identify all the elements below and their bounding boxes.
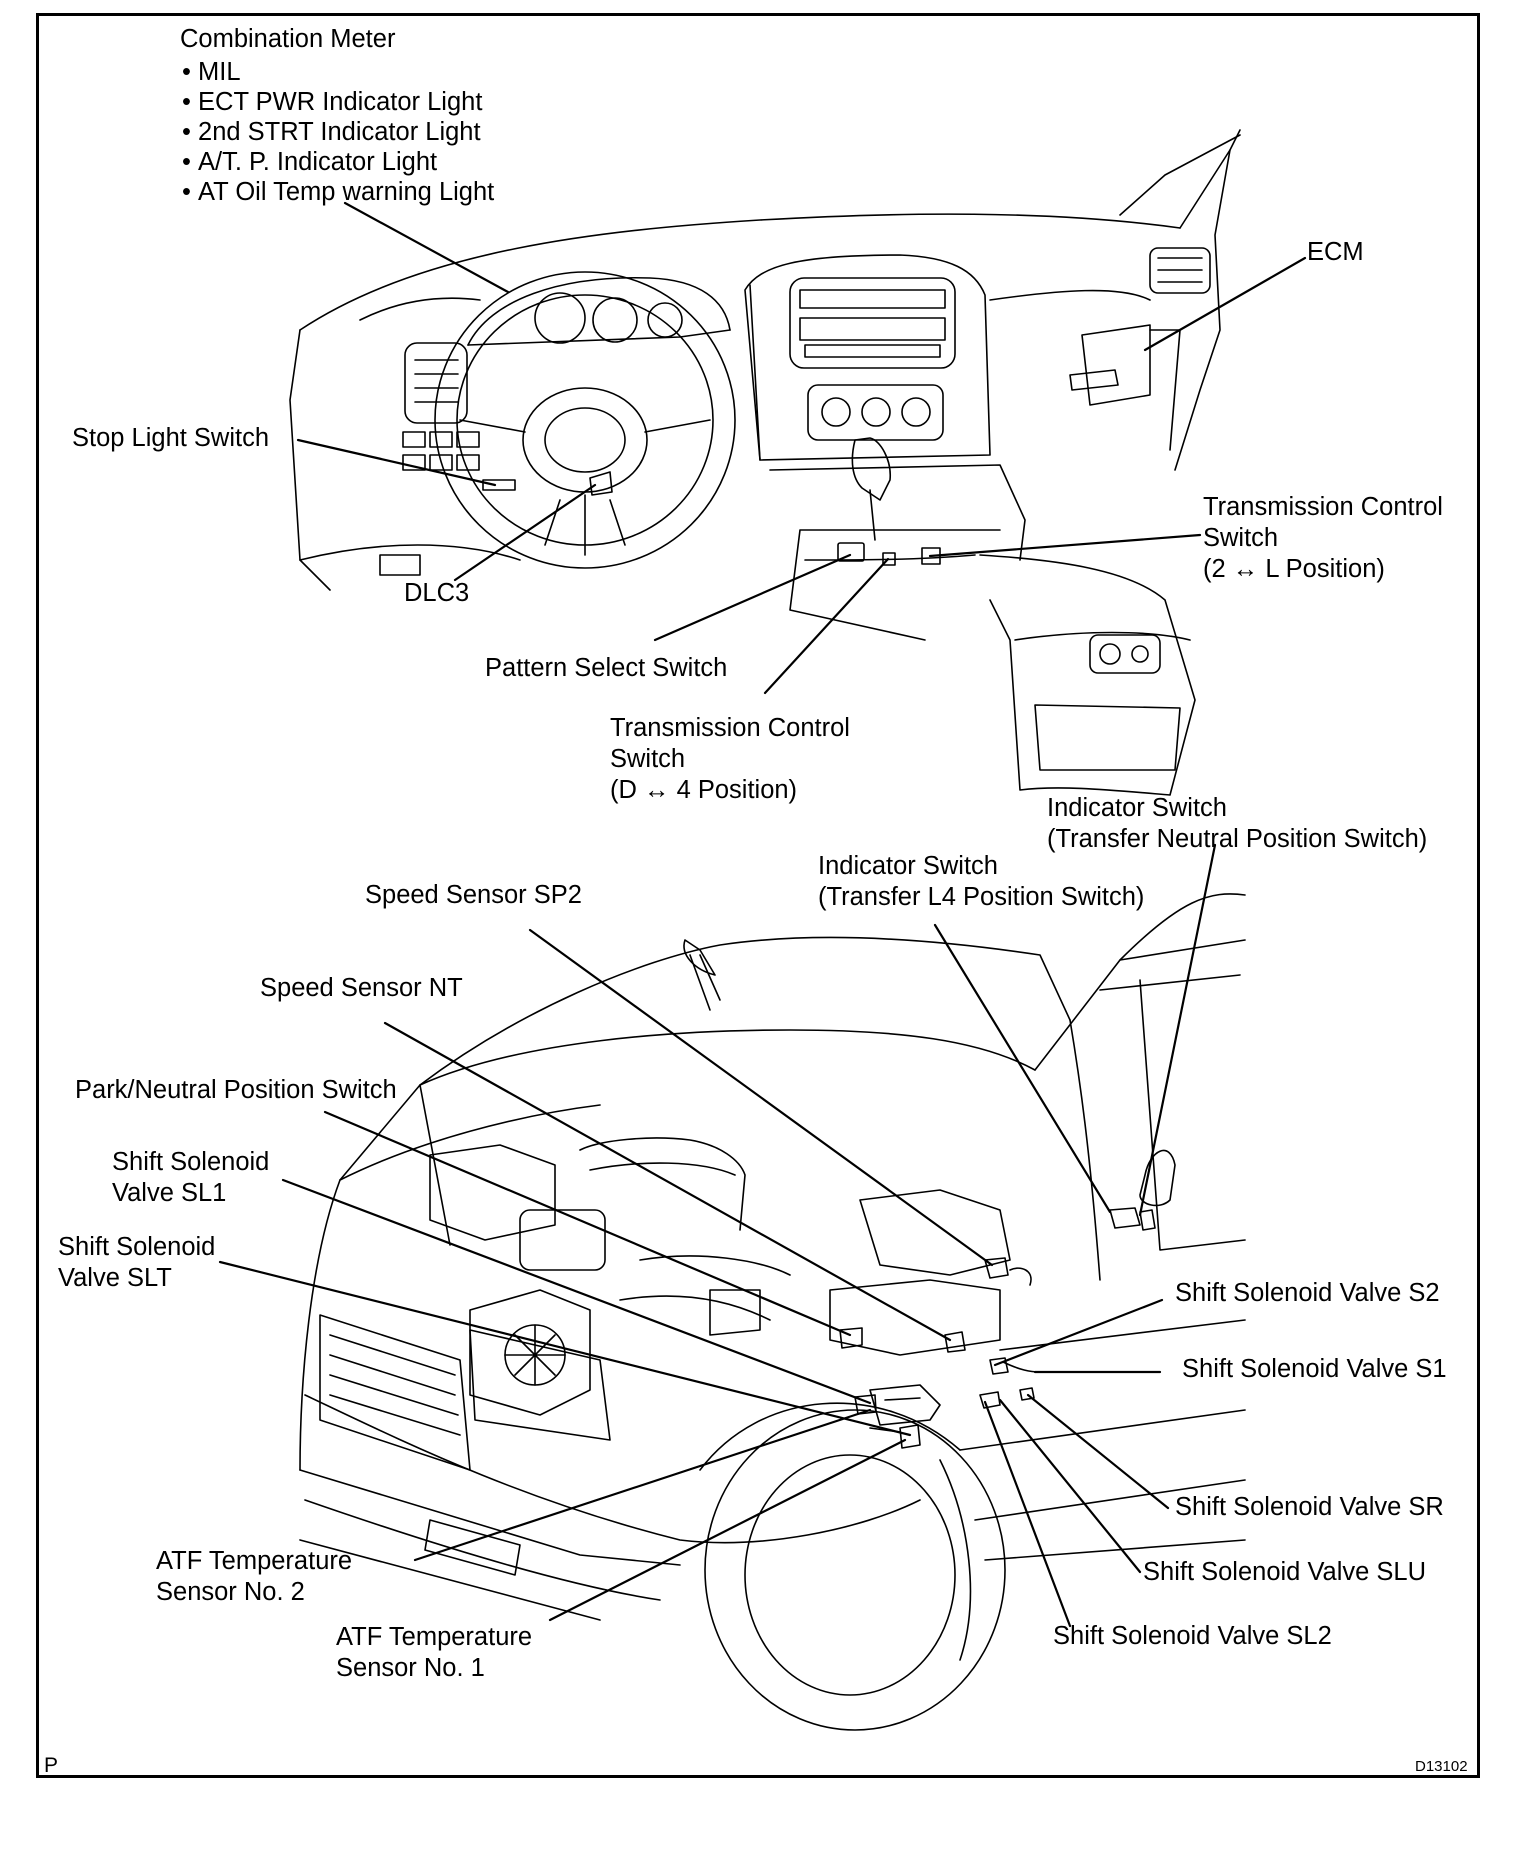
indicator-neutral-line2: (Transfer Neutral Position Switch)	[1047, 825, 1428, 853]
atf2-line1: ATF Temperature	[156, 1547, 353, 1575]
shift-solenoid-sr-label: Shift Solenoid Valve SR	[1175, 1493, 1444, 1521]
shift-solenoid-s2-label: Shift Solenoid Valve S2	[1175, 1279, 1440, 1307]
sl1-line1: Shift Solenoid	[112, 1148, 270, 1176]
pattern-select-switch-label: Pattern Select Switch	[485, 654, 728, 682]
dlc3-label: DLC3	[404, 579, 470, 607]
atf1-line1: ATF Temperature	[336, 1623, 533, 1651]
indicator-neutral-label: Indicator Switch (Transfer Neutral Posit…	[1047, 793, 1427, 855]
speed-sensor-sp2-label: Speed Sensor SP2	[365, 881, 582, 909]
dashboard-drawing	[289, 129, 1241, 796]
shift-solenoid-sl1-label: Shift Solenoid Valve SL1	[112, 1147, 269, 1209]
shift-solenoid-s1-label: Shift Solenoid Valve S1	[1182, 1355, 1447, 1383]
indicator-l4-line2: (Transfer L4 Position Switch)	[818, 883, 1145, 911]
tcs-2l-line2: Switch	[1203, 524, 1279, 552]
slt-line2: Valve SLT	[58, 1264, 172, 1292]
indicator-neutral-line1: Indicator Switch	[1047, 794, 1227, 822]
tcs-2l-line1: Transmission Control	[1203, 493, 1443, 521]
indicator-l4-label: Indicator Switch (Transfer L4 Position S…	[818, 851, 1144, 913]
vehicle-drawing	[299, 893, 1246, 1731]
meter-item-ect-pwr: ECT PWR Indicator Light	[182, 87, 494, 117]
combination-meter-items: MIL ECT PWR Indicator Light 2nd STRT Ind…	[182, 57, 494, 207]
sl1-line2: Valve SL1	[112, 1179, 227, 1207]
slt-line1: Shift Solenoid	[58, 1233, 216, 1261]
speed-sensor-nt-label: Speed Sensor NT	[260, 974, 463, 1002]
stop-light-switch-label: Stop Light Switch	[72, 424, 270, 452]
park-neutral-label: Park/Neutral Position Switch	[75, 1076, 397, 1104]
meter-item-2nd-strt: 2nd STRT Indicator Light	[182, 117, 494, 147]
tcs-d4-line1: Transmission Control	[610, 714, 850, 742]
tcs-2l-label: Transmission Control Switch (2 ↔ L Posit…	[1203, 492, 1443, 585]
ecm-label: ECM	[1307, 238, 1364, 266]
shift-solenoid-slt-label: Shift Solenoid Valve SLT	[58, 1232, 215, 1294]
meter-item-atp: A/T. P. Indicator Light	[182, 147, 494, 177]
meter-item-mil: MIL	[182, 57, 494, 87]
combination-meter-title: Combination Meter	[180, 25, 396, 53]
atf-sensor-2-label: ATF Temperature Sensor No. 2	[156, 1546, 352, 1608]
leader-lines	[218, 201, 1307, 1628]
meter-item-at-oil-temp: AT Oil Temp warning Light	[182, 177, 494, 207]
shift-solenoid-sl2-label: Shift Solenoid Valve SL2	[1053, 1622, 1332, 1650]
shift-solenoid-slu-label: Shift Solenoid Valve SLU	[1143, 1558, 1427, 1586]
diagram-frame	[36, 13, 1480, 1778]
figure-code: D13102	[1415, 1758, 1468, 1775]
atf2-line2: Sensor No. 2	[156, 1578, 305, 1606]
page-mark: P	[44, 1754, 59, 1777]
tcs-2l-line3: (2 ↔ L Position)	[1203, 555, 1385, 583]
tcs-d4-line2: Switch	[610, 745, 686, 773]
combination-meter-label: Combination Meter	[180, 24, 395, 55]
atf-sensor-1-label: ATF Temperature Sensor No. 1	[336, 1622, 532, 1684]
atf1-line2: Sensor No. 1	[336, 1654, 485, 1682]
tcs-d4-line3: (D ↔ 4 Position)	[610, 776, 798, 804]
tcs-d4-label: Transmission Control Switch (D ↔ 4 Posit…	[610, 713, 850, 806]
indicator-l4-line1: Indicator Switch	[818, 852, 998, 880]
